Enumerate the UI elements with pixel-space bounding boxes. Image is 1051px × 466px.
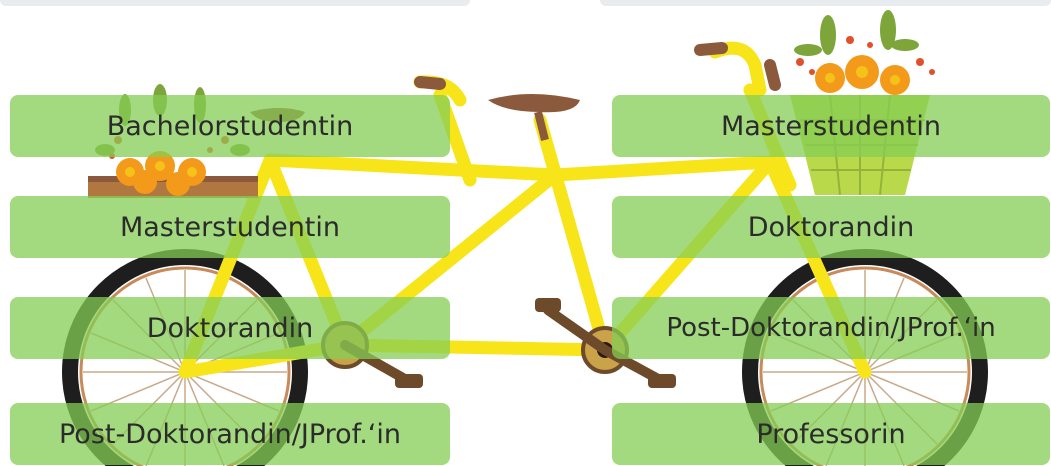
- right-stage-3-box: Post-Doktorandin/JProf.‘in: [612, 297, 1050, 359]
- right-stage-1-box: Masterstudentin: [612, 95, 1050, 157]
- top-edge-left: [0, 0, 470, 6]
- top-edge-right: [600, 0, 1051, 6]
- left-stage-3-box: Doktorandin: [10, 297, 450, 359]
- seat-front: [488, 94, 580, 141]
- left-stage-4-box: Post-Doktorandin/JProf.‘in: [10, 403, 450, 465]
- handlebar-grips: [414, 42, 781, 91]
- left-stage-1-box: Bachelorstudentin: [10, 95, 450, 157]
- right-stage-4-box: Professorin: [612, 403, 1050, 465]
- left-stage-2-box: Masterstudentin: [10, 196, 450, 258]
- right-stage-2-box: Doktorandin: [612, 196, 1050, 258]
